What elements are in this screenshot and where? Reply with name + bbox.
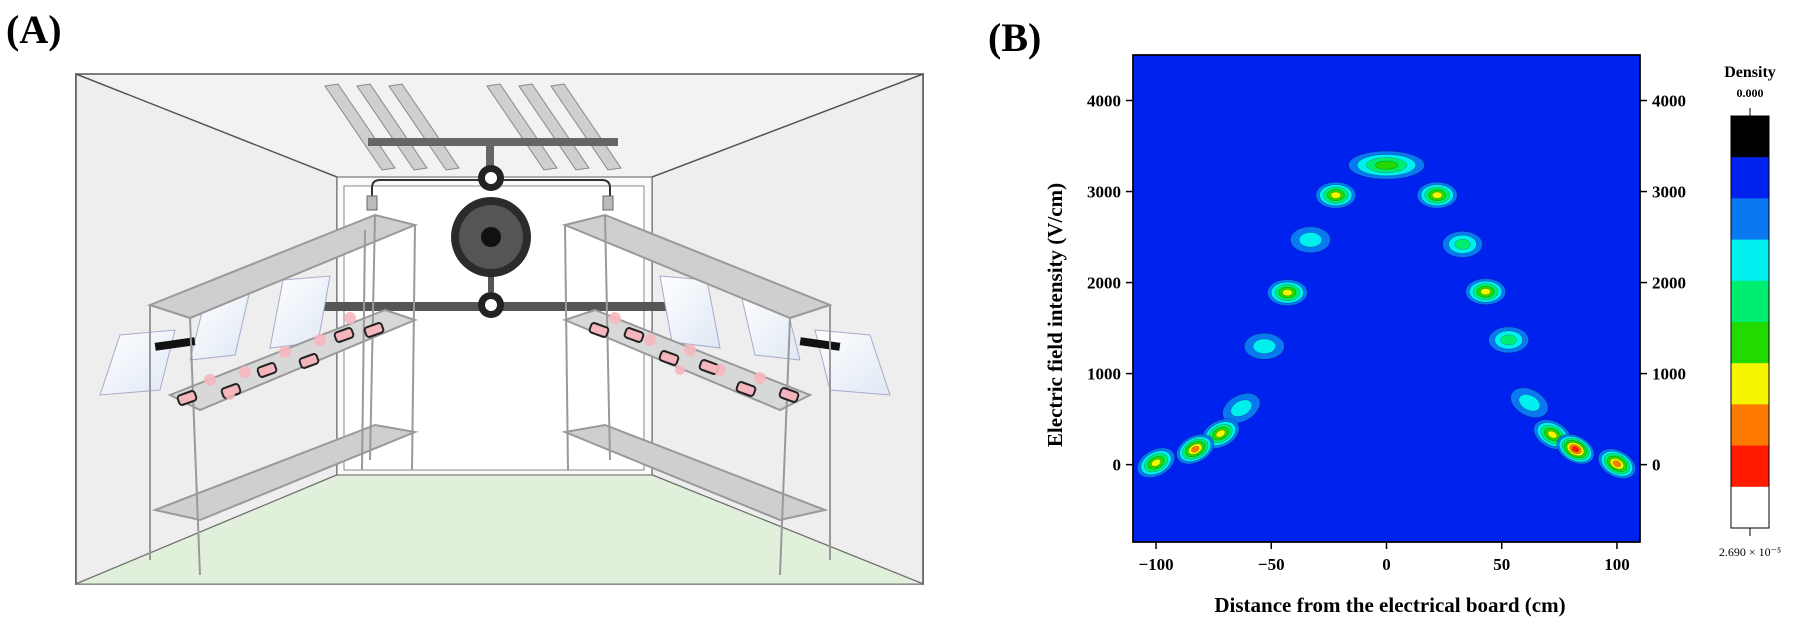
contour-level (1215, 429, 1226, 438)
y-tick-label-left: 1000 (1087, 365, 1121, 384)
storage-room-illustration (75, 72, 924, 586)
contour-blob (1510, 387, 1549, 418)
contour-level (1571, 446, 1580, 453)
meat-samples (176, 312, 800, 406)
x-tick-label: 0 (1382, 555, 1391, 574)
contour-blob (1290, 226, 1331, 254)
contour-blob (1556, 434, 1595, 465)
y-tick-label-right: 2000 (1652, 274, 1686, 293)
y-tick-label-left: 3000 (1087, 183, 1121, 202)
colorbar-swatch (1731, 239, 1769, 282)
colorbar-top-label: 0.000 (1737, 86, 1764, 100)
contour-level (1330, 191, 1341, 199)
colorbar-swatch (1731, 280, 1769, 323)
ceiling-louvers (324, 83, 622, 178)
contour-level (1252, 338, 1276, 354)
contour-level (1432, 191, 1443, 199)
plot-background (1132, 54, 1641, 543)
contour-blob (1267, 279, 1308, 306)
y-tick-label-right: 3000 (1652, 183, 1686, 202)
contour-level (1547, 430, 1558, 439)
contour-blob (1442, 231, 1483, 258)
colorbar-swatch (1731, 322, 1769, 364)
contour-blob (1416, 181, 1458, 209)
colorbar-swatch (1731, 198, 1769, 241)
contour-blob (1137, 447, 1175, 478)
contour-level (1282, 289, 1293, 297)
y-tick-label-left: 2000 (1087, 274, 1121, 293)
contour-blob (1348, 150, 1425, 180)
colorbar-swatch (1731, 486, 1769, 529)
contour-blob (1488, 326, 1529, 354)
colorbar-swatch (1731, 116, 1769, 158)
contour-level (1480, 288, 1491, 296)
x-axis-label: Distance from the electrical board (cm) (1214, 593, 1565, 617)
contour-level (1151, 458, 1161, 467)
x-tick-label: −100 (1138, 555, 1173, 574)
colorbar-swatch (1731, 363, 1769, 405)
x-tick-label: 50 (1493, 555, 1510, 574)
contour-blob (1176, 434, 1215, 465)
fan-assembly (320, 165, 666, 318)
contour-level (1500, 334, 1517, 346)
contour-blob (1244, 333, 1285, 360)
panel-b-label: (B) (988, 15, 1042, 60)
y-axis-label: Electric field intensity (V/cm) (1043, 183, 1067, 447)
contour-blob (1465, 278, 1506, 305)
contour-level (1298, 232, 1322, 248)
contour-level (1612, 460, 1622, 468)
y-tick-label-left: 0 (1113, 456, 1122, 475)
panel-a-label: (A) (6, 7, 62, 52)
contour-level (1518, 394, 1541, 412)
contour-level (1454, 238, 1471, 250)
colorbar-swatch (1731, 157, 1769, 199)
x-tick-label: 100 (1604, 555, 1630, 574)
colorbar-swatch (1731, 445, 1769, 488)
colorbar-bottom-label: 2.690 × 10⁻⁵ (1719, 545, 1781, 559)
contour-level (1374, 160, 1399, 170)
y-tick-label-left: 4000 (1087, 92, 1121, 111)
x-tick-label: −50 (1258, 555, 1285, 574)
contour-blob (1222, 393, 1261, 424)
contour-blob (1598, 448, 1636, 479)
contour-blob (1315, 181, 1357, 209)
y-tick-label-right: 1000 (1652, 365, 1686, 384)
contour-level (1230, 399, 1253, 417)
colorbar-swatch (1731, 404, 1769, 447)
colorbar-title: Density (1724, 64, 1776, 81)
y-tick-label-right: 4000 (1652, 92, 1686, 111)
contour-level (1191, 445, 1200, 453)
y-tick-label-right: 0 (1652, 456, 1661, 475)
colorbar (1730, 108, 1770, 536)
contour-blobs (1137, 150, 1636, 479)
